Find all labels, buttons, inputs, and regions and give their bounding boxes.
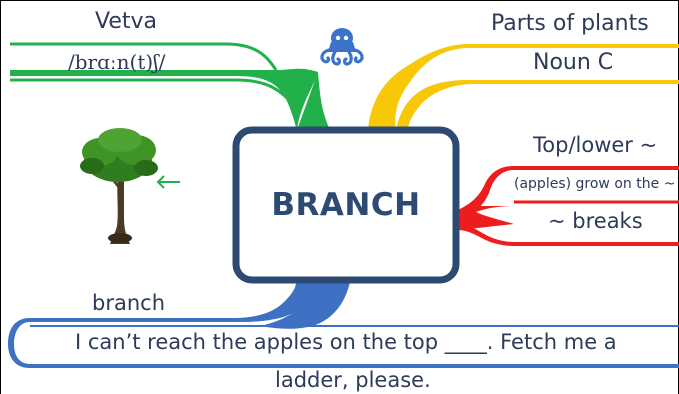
blue-sentence-line-1: I can’t reach the apples on the top ____… [75,330,617,354]
green-phonetic-label: /brɑːn(t)ʃ/ [68,50,166,74]
center-node [232,126,460,284]
center-node-label: BRANCH [271,187,421,223]
tree-icon [80,128,158,244]
blue-answer-label: branch [92,291,165,315]
red-branch [458,166,679,246]
blue-sentence-line-2: ladder, please. [275,368,431,392]
green-branch [10,42,330,130]
red-phrase-1-label: Top/lower ~ [533,133,658,157]
yellow-branch [368,44,679,130]
green-word-label: Vetva [95,9,158,34]
yellow-grammar-label: Noun C [533,50,614,75]
blue-branch [8,282,679,368]
octopus-logo-icon [320,28,364,66]
red-phrase-3-label: ~ breaks [548,209,643,233]
arrow-left-icon [156,175,180,189]
red-phrase-2-label: (apples) grow on the ~ [514,176,676,192]
yellow-topic-label: Parts of plants [491,11,649,36]
